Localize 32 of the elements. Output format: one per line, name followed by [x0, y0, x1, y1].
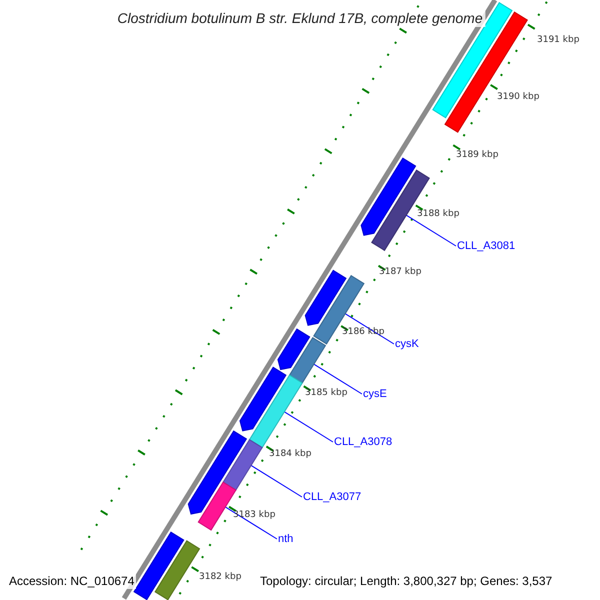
- leader-line: [250, 464, 302, 498]
- leader-line: [313, 364, 362, 394]
- scale-label: 3182 kbp: [199, 572, 242, 582]
- gene-feature: [304, 270, 347, 326]
- gene-bar: [313, 274, 365, 345]
- gene-label: nth: [278, 532, 294, 546]
- leader-line: [344, 313, 394, 344]
- genome-summary-text: Topology: circular; Length: 3,800,327 bp; Genes: 3,537: [258, 574, 554, 589]
- scale-label: 3191 kbp: [537, 34, 580, 46]
- gene-bar: [288, 336, 326, 384]
- scale-label: 3190 kbp: [497, 92, 540, 102]
- gene-bar: [133, 532, 184, 600]
- gene-label: CLL_A3081: [457, 240, 516, 252]
- leader-line: [224, 506, 278, 540]
- leader-line: [406, 214, 456, 246]
- gene-label: CLL_A3078: [334, 436, 392, 448]
- scale-label: 3185 kbp: [305, 388, 348, 398]
- gene-bar: [154, 540, 200, 600]
- scale-label: 3189 kbp: [456, 150, 498, 160]
- gene-label: CLL_A3077: [303, 490, 362, 504]
- leader-line: [284, 411, 334, 442]
- accession-text: Accession: NC_010674: [7, 574, 136, 589]
- gene-feature: [239, 366, 287, 432]
- gene-label: cysE: [363, 388, 387, 400]
- scale-label: 3188 kbp: [417, 208, 460, 220]
- gene-bar: [248, 374, 303, 448]
- gene-feature: [360, 158, 416, 236]
- gene-feature: [277, 328, 310, 370]
- gene-bar: [222, 438, 263, 491]
- gene-label: cysK: [395, 338, 419, 350]
- scale-label: 3184 kbp: [269, 448, 312, 460]
- scale-label: 3187 kbp: [379, 266, 422, 278]
